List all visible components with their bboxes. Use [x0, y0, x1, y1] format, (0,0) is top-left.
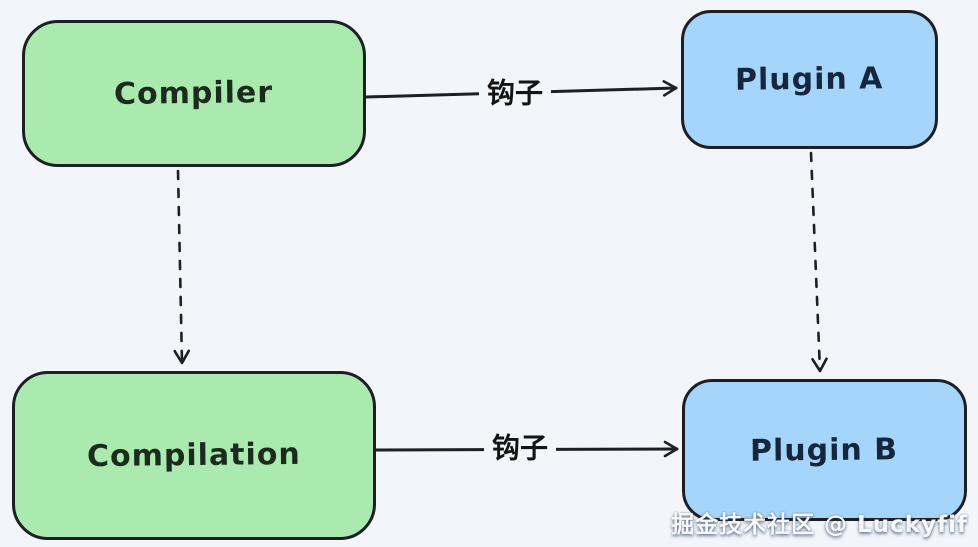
node-plugin-a-label: Plugin A [735, 61, 884, 98]
edge-plugin-a-to-plugin-b [809, 151, 828, 373]
node-compilation-label: Compilation [86, 436, 302, 475]
edge-compiler-to-compilation [173, 169, 191, 365]
node-compiler-label: Compiler [114, 75, 274, 112]
node-plugin-b[interactable]: Plugin B [682, 379, 967, 521]
edge-label-hook-top: 钩子 [478, 78, 552, 110]
edge-label-hook-bottom: 钩子 [483, 433, 557, 465]
node-plugin-b-label: Plugin B [750, 431, 899, 469]
watermark: 掘金技术社区 @ Luckyfif [671, 512, 968, 538]
node-plugin-a[interactable]: Plugin A [681, 10, 938, 149]
node-compiler[interactable]: Compiler [22, 20, 366, 167]
node-compilation[interactable]: Compilation [12, 371, 376, 540]
